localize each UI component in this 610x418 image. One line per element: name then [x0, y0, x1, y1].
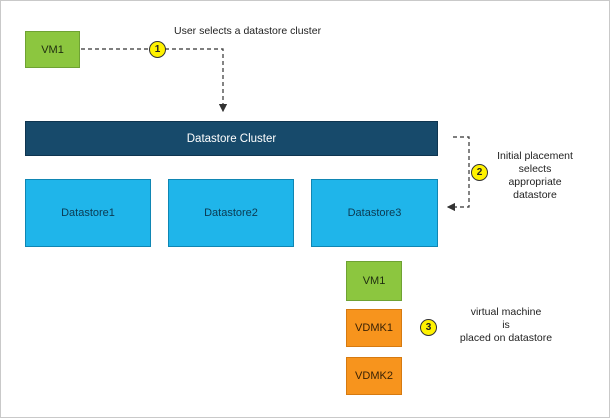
datastore-1: Datastore1 [25, 179, 151, 247]
step-1-label: User selects a datastore cluster [174, 25, 322, 37]
step-3-line: placed on datastore [459, 332, 553, 344]
datastore-cluster: Datastore Cluster [25, 121, 438, 156]
step-2-line: selects [518, 163, 552, 175]
step-3-badge: 3 [420, 319, 437, 336]
step-1-badge: 1 [149, 41, 166, 58]
step-2-badge: 2 [471, 164, 488, 181]
arrow-cluster-to-datastore3 [446, 136, 470, 212]
step-3-line: virtual machine [470, 306, 542, 318]
step-3-label: virtual machine is placed on datastore [446, 306, 566, 345]
datastore-2: Datastore2 [168, 179, 294, 247]
step-2-label: Initial placement selects appropriate da… [487, 150, 583, 202]
vdmk2-node: VDMK2 [346, 357, 402, 395]
step-2-line: Initial placement [497, 150, 573, 162]
step-3-line: is [502, 319, 510, 331]
arrow-vm-to-cluster [81, 48, 228, 113]
vdmk1-node: VDMK1 [346, 309, 402, 347]
step-2-line: datastore [513, 189, 557, 201]
step-2-line: appropriate [508, 176, 562, 188]
datastore-3: Datastore3 [311, 179, 438, 247]
vm1-node: VM1 [25, 31, 80, 68]
vm1-placed-node: VM1 [346, 261, 402, 301]
